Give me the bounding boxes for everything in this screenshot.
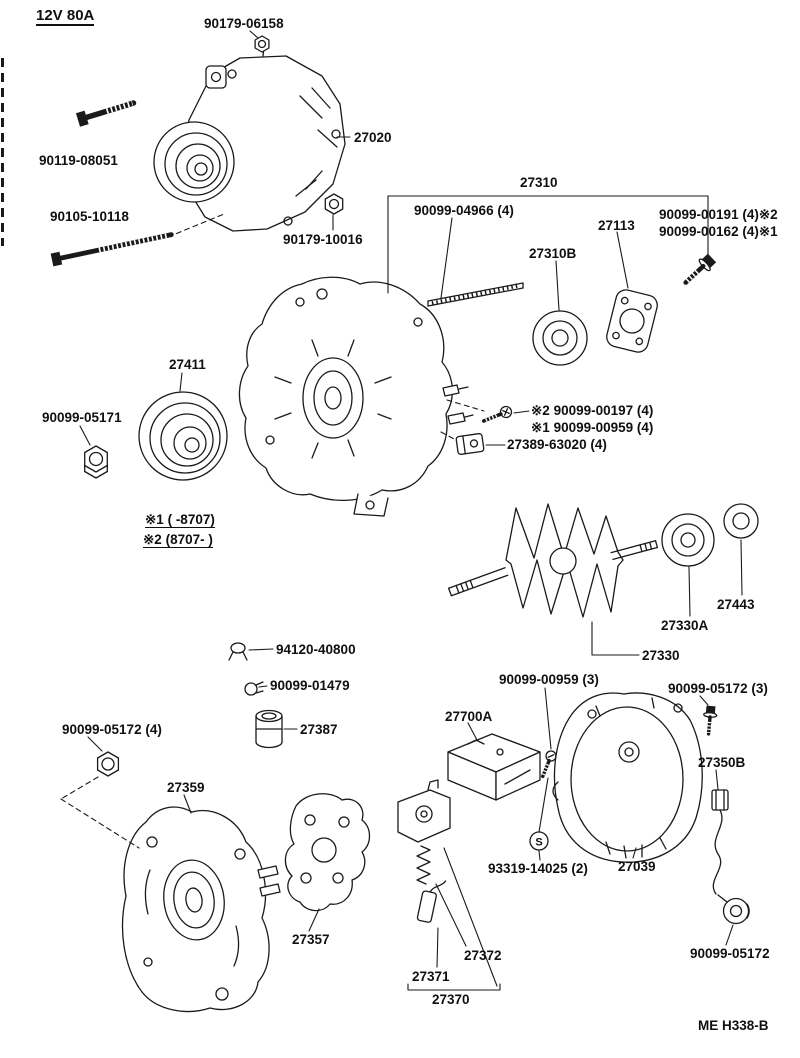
bolt-90119-08051-drawing <box>75 100 137 127</box>
regulator-27700A-drawing <box>447 733 541 801</box>
part-label-90099-04966: 90099-04966 (4) <box>414 203 514 218</box>
bolt-90099-00191-drawing <box>683 253 717 285</box>
clip-94120-40800-drawing <box>228 642 248 661</box>
part-label-27359: 27359 <box>167 780 205 795</box>
part-label-27700A: 27700A <box>445 709 493 724</box>
part-label-90099-05171: 90099-05171 <box>42 410 122 425</box>
pulley-27411-drawing <box>138 391 228 481</box>
screw-90099-05172-3-drawing <box>703 705 718 736</box>
retainer-plate-27113-drawing <box>606 289 658 353</box>
part-label-90119-08051: 90119-08051 <box>39 153 118 168</box>
rectifier-27357-drawing <box>284 793 371 912</box>
part-label-90099-00162: 90099-00162 (4)※1 <box>659 224 778 239</box>
part-label-90099-00959-3: 90099-00959 (3) <box>499 672 599 687</box>
screw-spec-marker: S <box>529 831 549 851</box>
part-label-94120-40800: 94120-40800 <box>276 642 356 657</box>
clip-90099-01479-drawing <box>244 681 264 696</box>
ring-27443-drawing <box>723 503 759 539</box>
bearing-27330A-drawing <box>661 513 715 567</box>
part-label-90099-05172-br: 90099-05172 <box>690 946 770 961</box>
part-label-90179-06158: 90179-06158 <box>204 16 284 31</box>
part-label-90105-10118: 90105-10118 <box>50 209 129 224</box>
drawing-code: ME H338-B <box>698 1018 769 1033</box>
part-label-90099-00191: 90099-00191 (4)※2 <box>659 207 778 222</box>
applicability-note-1: ※1 ( -8707) <box>145 512 215 528</box>
bolt-90105-10118-drawing <box>50 232 174 267</box>
nut-90179-06158-drawing <box>254 35 270 53</box>
part-label-90099-00959: ※1 90099-00959 (4) <box>531 420 654 435</box>
bearing-27310B-drawing <box>532 310 588 366</box>
part-label-90099-01479: 90099-01479 <box>270 678 350 693</box>
wire-27350B-drawing <box>711 789 729 903</box>
voltage-spec-title: 12V 80A <box>36 7 95 26</box>
part-label-27357: 27357 <box>292 932 330 947</box>
part-label-27370: 27370 <box>432 992 470 1007</box>
brush-spring-27372-drawing <box>416 845 431 885</box>
nut-90099-05171-drawing <box>84 445 108 479</box>
part-label-27389-63020: 27389-63020 (4) <box>507 437 607 452</box>
nut-90179-10016-drawing <box>324 193 344 215</box>
part-label-90179-10016: 90179-10016 <box>283 232 363 247</box>
drive-end-bracket-drawing <box>238 276 474 517</box>
part-label-27310B: 27310B <box>529 246 577 261</box>
part-label-90099-00197: ※2 90099-00197 (4) <box>531 403 654 418</box>
screw-90099-00959-3-drawing <box>541 750 557 779</box>
part-label-27350B: 27350B <box>698 755 746 770</box>
part-label-27330A: 27330A <box>661 618 709 633</box>
screw-spec-letter: S <box>535 837 542 849</box>
part-label-90099-05172-4: 90099-05172 (4) <box>62 722 162 737</box>
part-label-27411: 27411 <box>169 357 206 372</box>
part-label-27372: 27372 <box>464 948 502 963</box>
part-label-27020: 27020 <box>354 130 392 145</box>
screw-90099-00197-drawing <box>481 405 513 423</box>
applicability-note-2: ※2 (8707- ) <box>143 532 213 548</box>
part-label-27330: 27330 <box>642 648 680 663</box>
nut-90099-05172-4-drawing <box>96 751 120 777</box>
part-label-90099-05172-3: 90099-05172 (3) <box>668 681 768 696</box>
brush-holder-27370-drawing <box>397 779 451 843</box>
stud-bolt-90099-04966-drawing <box>427 282 524 307</box>
plug-90099-05172-drawing <box>722 897 750 925</box>
part-label-27371: 27371 <box>412 969 450 984</box>
rear-bracket-27359-drawing <box>121 806 281 1013</box>
bushing-27387-drawing <box>255 709 283 749</box>
part-label-27039: 27039 <box>618 859 656 874</box>
part-label-27310: 27310 <box>520 175 558 190</box>
part-label-27387: 27387 <box>300 722 338 737</box>
leader-lines <box>79 30 743 991</box>
terminal-27389-63020-drawing <box>455 433 485 455</box>
brush-27371-drawing <box>416 880 447 923</box>
part-label-27113: 27113 <box>598 218 635 233</box>
part-label-27443: 27443 <box>717 597 755 612</box>
rear-cover-27039-drawing <box>552 692 703 863</box>
alternator-assembly-drawing <box>153 45 346 232</box>
rotor-27330-drawing <box>447 503 658 618</box>
dashed-leader-lines <box>60 213 485 849</box>
part-label-93319-14025: 93319-14025 (2) <box>488 861 588 876</box>
